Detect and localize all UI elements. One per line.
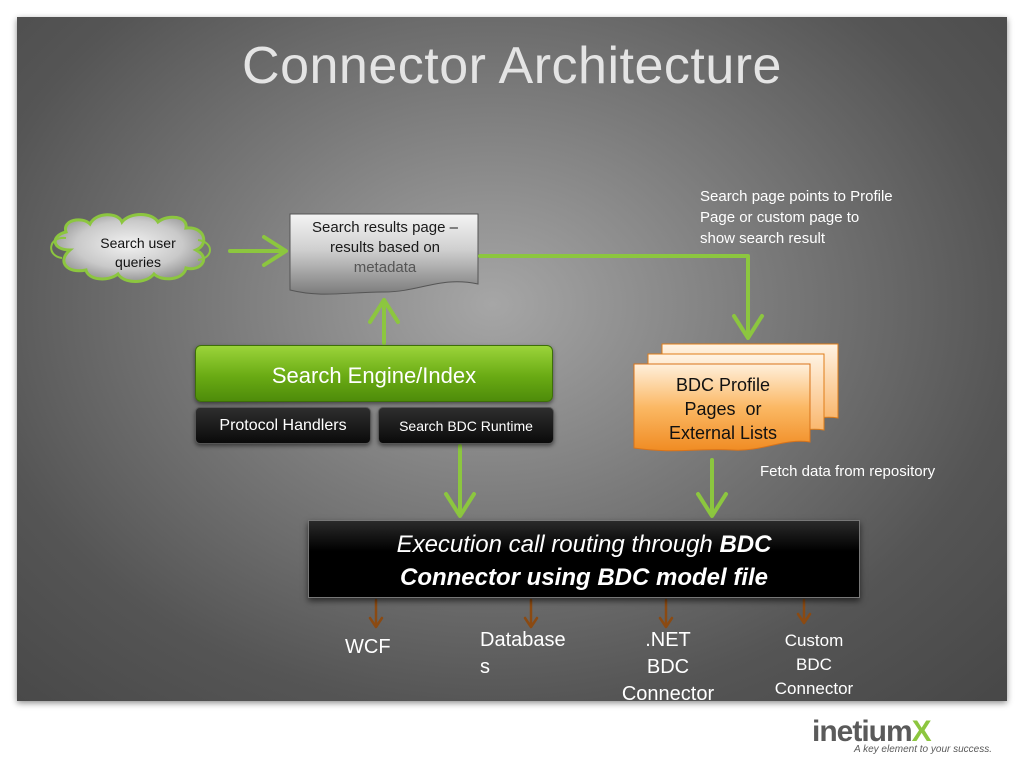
target-custom-connector: Custom BDC Connector bbox=[758, 629, 870, 701]
target-net-line1: .NET bbox=[645, 629, 691, 651]
arrow-to-custom-connector bbox=[796, 598, 812, 625]
execution-line1-bold: BDC bbox=[719, 531, 772, 558]
logo-tagline: A key element to your success. bbox=[854, 744, 993, 755]
target-custom-line2: BDC bbox=[796, 655, 832, 674]
profile-callout: Search page points to Profile Page or cu… bbox=[700, 186, 893, 249]
execution-routing-box: Execution call routing through BDC Conne… bbox=[308, 520, 860, 598]
cloud-label: Search user queries bbox=[100, 235, 176, 270]
arrow-to-net-connector bbox=[658, 598, 674, 629]
cloud-shape bbox=[50, 213, 211, 283]
logo-brand: inetium bbox=[812, 715, 913, 748]
arrow-bdc-profile-to-execution bbox=[696, 458, 728, 518]
execution-line1-italic: Execution call routing through bbox=[396, 531, 720, 558]
profile-callout-line1: Search page points to Profile bbox=[700, 188, 893, 205]
protocol-handlers-box: Protocol Handlers bbox=[195, 407, 371, 444]
slide-title: Connector Architecture bbox=[242, 37, 782, 95]
profile-callout-line2: Page or custom page to bbox=[700, 209, 860, 226]
target-net-line3: Connector bbox=[621, 683, 715, 705]
results-page-line2: results based on bbox=[329, 239, 441, 256]
logo-x-icon: X bbox=[911, 715, 932, 748]
arrow-cloud-to-results bbox=[228, 235, 288, 267]
target-wcf: WCF bbox=[345, 636, 391, 658]
target-net-connector: .NET BDC Connector bbox=[608, 627, 728, 708]
search-engine-box: Search Engine/Index bbox=[195, 345, 553, 402]
target-net-line2: BDC bbox=[646, 656, 690, 678]
target-custom-line3: Connector bbox=[774, 679, 854, 698]
target-databases-line1: Database bbox=[480, 629, 566, 651]
results-page-line1: Search results page – bbox=[312, 219, 458, 236]
bdc-profile-line1: BDC Profile bbox=[675, 375, 771, 395]
target-databases-line2: s bbox=[480, 656, 490, 678]
brown-arrows bbox=[368, 598, 812, 629]
bdc-profile-pages-stack bbox=[633, 343, 839, 452]
arrow-results-to-bdc-profile bbox=[478, 254, 764, 340]
results-page-document bbox=[289, 213, 479, 295]
profile-callout-line3: show search result bbox=[700, 230, 826, 247]
inetium-logo: inetiumX bbox=[812, 715, 932, 749]
arrow-engine-to-results bbox=[368, 298, 400, 345]
results-page-line3: metadata bbox=[353, 259, 417, 276]
target-databases: Database s bbox=[480, 627, 566, 681]
results-page-text: Search results page – results based on m… bbox=[292, 218, 478, 278]
execution-line2-bold: Connector using BDC model file bbox=[399, 564, 768, 591]
bdc-profile-line3: External Lists bbox=[668, 423, 778, 443]
bdc-profile-line2: Pages or bbox=[684, 399, 762, 419]
arrow-runtime-to-execution bbox=[444, 444, 476, 518]
arrow-to-wcf bbox=[368, 598, 384, 629]
target-custom-line1: Custom bbox=[784, 631, 844, 650]
search-bdc-runtime-box: Search BDC Runtime bbox=[378, 407, 554, 444]
arrow-to-databases bbox=[523, 598, 539, 629]
fetch-label: Fetch data from repository bbox=[760, 463, 936, 480]
bdc-profile-text: BDC Profile Pages or External Lists bbox=[640, 373, 806, 445]
